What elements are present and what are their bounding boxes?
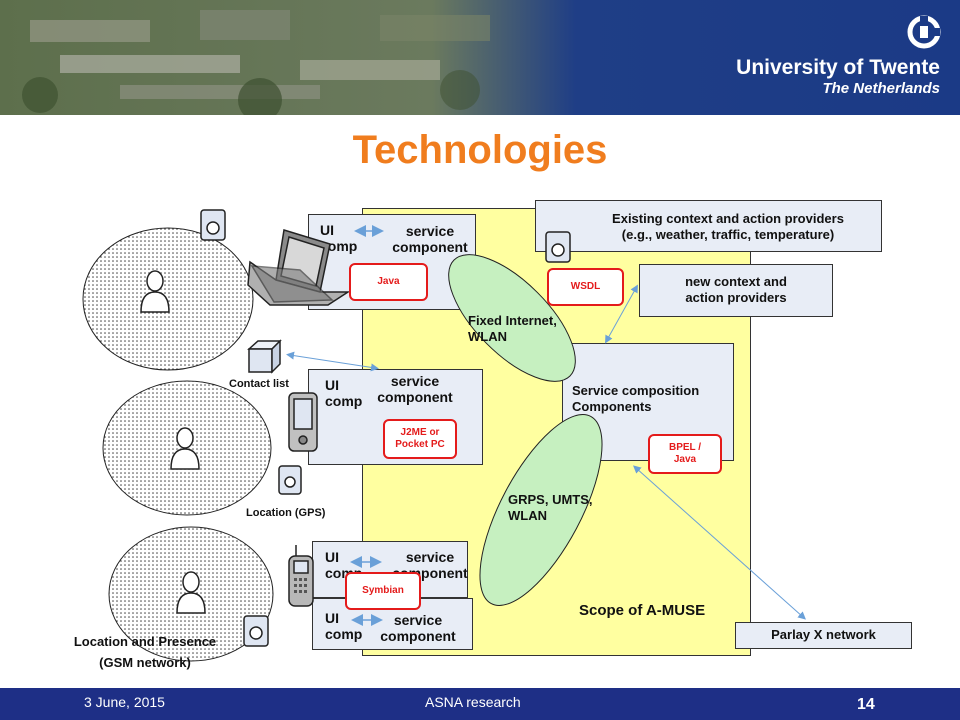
parlay-bpel-arrow [633, 465, 806, 620]
location-gps-label: Location (GPS) [246, 507, 326, 519]
contact-list-arrow [286, 351, 379, 372]
java-tag: Java [349, 263, 428, 301]
university-logo-icon [906, 14, 942, 50]
location-presence-label: Location and Presence (GSM network) [73, 634, 217, 670]
ui-comp-label-4: UI comp [325, 610, 363, 642]
existing-providers-label: Existing context and action providers (e… [612, 211, 844, 242]
sensor-icon-2 [545, 231, 571, 263]
service-component-label-4: service component [380, 612, 456, 644]
header-banner: University of Twente The Netherlands [0, 0, 960, 115]
fixed-network-label: Fixed Internet, WLAN [468, 313, 557, 344]
bpel-tag: BPEL / Java [648, 434, 722, 474]
service-composition-label: Service composition Components [572, 383, 700, 414]
mobile-phone-icon [288, 545, 314, 607]
service-component-label-1: service component [392, 223, 468, 255]
user-zone-1 [82, 227, 254, 371]
mobile-network-ellipse [479, 414, 603, 606]
mobile-network-label: GRPS, UMTS, WLAN [508, 492, 593, 523]
scope-label: Scope of A-MUSE [579, 602, 706, 619]
page-title: Technologies [352, 128, 608, 172]
footer-date: 3 June, 2015 [84, 694, 165, 710]
wsdl-tag: WSDL [547, 268, 624, 306]
parlay-network-label: Parlay X network [771, 627, 876, 642]
contact-list-label: Contact list [229, 378, 289, 390]
brand-line-2: The Netherlands [822, 80, 940, 97]
j2me-tag: J2ME or Pocket PC [383, 419, 457, 459]
wsdl-new-providers-arrow [605, 284, 638, 344]
new-providers-box [639, 264, 833, 317]
existing-providers-box [535, 200, 882, 252]
person-icon-2 [170, 427, 200, 470]
person-icon-1 [140, 270, 170, 313]
brand-line-1: University of Twente [736, 56, 940, 79]
footer-bar: 3 June, 2015 ASNA research 14 [0, 688, 960, 720]
footer-center-text: ASNA research [425, 694, 521, 710]
parlay-network-box [735, 622, 912, 649]
service-component-label-2: service component [377, 373, 453, 405]
symbian-tag: Symbian [345, 572, 421, 610]
fixed-network-ellipse [448, 254, 576, 382]
sensor-icon-1 [200, 209, 226, 241]
double-arrow-icon [350, 225, 384, 626]
campus-photo [0, 0, 960, 115]
person-icon-3 [176, 571, 206, 614]
pda-icon [288, 392, 318, 452]
new-providers-label: new context and action providers [685, 274, 787, 305]
ui-comp-label-2: UI comp [325, 377, 363, 409]
contact-list-icon [247, 339, 282, 374]
laptop-icon [247, 229, 351, 306]
page-number: 14 [857, 696, 875, 713]
gps-sensor-icon [278, 465, 302, 495]
gsm-sensor-icon [243, 615, 269, 647]
